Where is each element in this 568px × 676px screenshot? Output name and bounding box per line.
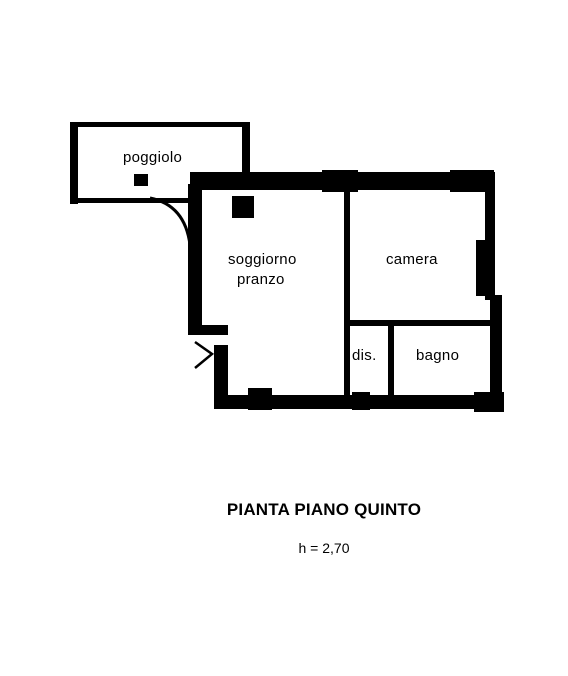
entry-door	[188, 325, 228, 369]
room-label-bathroom: bagno	[416, 347, 459, 364]
room-label-hallway: dis.	[352, 347, 377, 364]
room-label-bedroom: camera	[386, 251, 438, 268]
door-swing	[149, 196, 192, 246]
room-label-living-line2: pranzo	[237, 271, 285, 288]
balcony	[70, 122, 250, 204]
ceiling-height: h = 2,70	[298, 540, 350, 556]
room-label-living: soggiorno	[228, 251, 297, 268]
column	[134, 174, 148, 186]
interior-walls	[344, 186, 494, 396]
exterior-walls	[188, 170, 504, 412]
plan-title: PIANTA PIANO QUINTO	[226, 500, 422, 519]
room-label-balcony: poggiolo	[123, 149, 182, 166]
